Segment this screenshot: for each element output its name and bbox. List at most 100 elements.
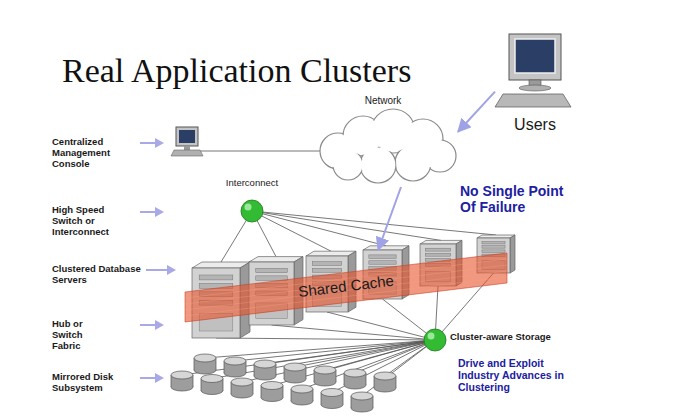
shared-cache-band: Shared Cache bbox=[185, 250, 507, 322]
disk-wire bbox=[205, 340, 435, 358]
cloud-puff bbox=[334, 151, 361, 178]
disk-wire bbox=[332, 340, 435, 393]
disk-bottom bbox=[351, 404, 373, 412]
leader-line bbox=[146, 269, 168, 271]
disk-wire bbox=[242, 340, 435, 382]
interconnect-wire bbox=[252, 211, 386, 246]
disk-body bbox=[224, 361, 246, 373]
drive-bay bbox=[425, 248, 450, 251]
disk-bottom bbox=[254, 372, 276, 380]
interconnect-wire bbox=[252, 211, 496, 235]
disk-edge bbox=[193, 375, 194, 387]
disk-top bbox=[314, 366, 336, 374]
drive-bay bbox=[482, 246, 505, 248]
disk-bottom bbox=[224, 369, 246, 377]
disk-top bbox=[291, 385, 313, 393]
disk-edge bbox=[194, 358, 195, 370]
network-arrow bbox=[378, 187, 401, 250]
node-label: Cluster-aware Storage bbox=[450, 332, 551, 343]
cache-band bbox=[185, 253, 507, 322]
disk-edge bbox=[351, 396, 352, 408]
disk-edge bbox=[344, 373, 345, 385]
disk-bottom bbox=[194, 366, 216, 374]
storage-wire bbox=[272, 325, 436, 340]
disk-bottom bbox=[231, 390, 253, 398]
network-cloud: Network bbox=[308, 95, 458, 187]
disk-body bbox=[284, 367, 306, 379]
disk-edge bbox=[283, 386, 284, 398]
disk-wire bbox=[272, 340, 435, 386]
cache-stripe bbox=[185, 271, 507, 310]
disk-body bbox=[344, 373, 366, 385]
title-text: Real Application Clusters bbox=[62, 52, 411, 89]
server-top bbox=[249, 257, 303, 262]
part-label: High Speed Switch or Interconnect bbox=[52, 205, 126, 238]
disk-edge bbox=[366, 373, 367, 385]
disk-edge bbox=[224, 361, 225, 373]
console-monitor bbox=[176, 127, 198, 146]
disk-cylinder bbox=[231, 378, 253, 398]
console-keyboard bbox=[171, 150, 203, 156]
disk-edge bbox=[261, 386, 262, 398]
disk-wire bbox=[302, 340, 435, 389]
drive-bay bbox=[256, 276, 288, 280]
server-top bbox=[306, 251, 356, 256]
disk-wire bbox=[355, 340, 435, 373]
switch-highlight bbox=[428, 333, 435, 340]
disk-body bbox=[194, 358, 216, 370]
disk-cylinder bbox=[344, 369, 366, 389]
disk-edge bbox=[276, 364, 277, 376]
console-computer bbox=[171, 127, 322, 156]
part-label: Mirrored Disk Subsystem bbox=[52, 372, 134, 394]
disk-top bbox=[254, 360, 276, 368]
monitor-screen bbox=[515, 39, 555, 73]
cloud-puff bbox=[425, 141, 454, 170]
disk-edge bbox=[171, 375, 172, 387]
disk-edge bbox=[223, 379, 224, 391]
part-label: Centralized Management Console bbox=[52, 137, 126, 170]
leader-head bbox=[155, 373, 164, 383]
disk-bottom bbox=[284, 375, 306, 383]
disk-wire bbox=[265, 340, 435, 364]
disk-edge bbox=[374, 376, 375, 388]
disk-cylinder bbox=[224, 357, 246, 377]
disk-top bbox=[224, 357, 246, 365]
disk-top bbox=[201, 375, 223, 383]
leader-line bbox=[140, 142, 156, 144]
disk-body bbox=[254, 364, 276, 376]
feature-note: No Single Point Of Failure bbox=[460, 183, 578, 215]
disk-edge bbox=[313, 389, 314, 401]
disk-bottom bbox=[201, 387, 223, 395]
disk-wire bbox=[325, 340, 435, 370]
node-label: Network bbox=[308, 95, 458, 107]
feature-note: Drive and Exploit Industry Advances in C… bbox=[458, 357, 586, 393]
leader-arrows bbox=[140, 138, 176, 383]
disk-bottom bbox=[314, 378, 336, 386]
leader-line bbox=[140, 377, 156, 379]
drive-bay bbox=[199, 275, 233, 280]
disk-wire bbox=[235, 340, 435, 361]
leader-line bbox=[140, 211, 156, 213]
disk-body bbox=[291, 389, 313, 401]
server-top bbox=[477, 235, 515, 238]
leader-head bbox=[155, 207, 164, 217]
disk-top bbox=[231, 378, 253, 386]
switch-dot bbox=[241, 200, 263, 222]
disk-edge bbox=[336, 370, 337, 382]
disk-edge bbox=[254, 364, 255, 376]
disk-bottom bbox=[344, 381, 366, 389]
disk-edge bbox=[253, 382, 254, 394]
network-arrow bbox=[458, 92, 495, 132]
console-screen bbox=[179, 130, 195, 143]
disk-body bbox=[314, 370, 336, 382]
console-link bbox=[198, 151, 322, 152]
disk-cylinder bbox=[171, 371, 193, 391]
disk-bottom bbox=[171, 383, 193, 391]
cache-stripes bbox=[185, 259, 507, 316]
switch-highlight bbox=[245, 204, 252, 211]
disk-bottom bbox=[261, 394, 283, 402]
disk-wire bbox=[212, 340, 435, 379]
disk-body bbox=[374, 376, 396, 388]
disk-edge bbox=[321, 393, 322, 405]
